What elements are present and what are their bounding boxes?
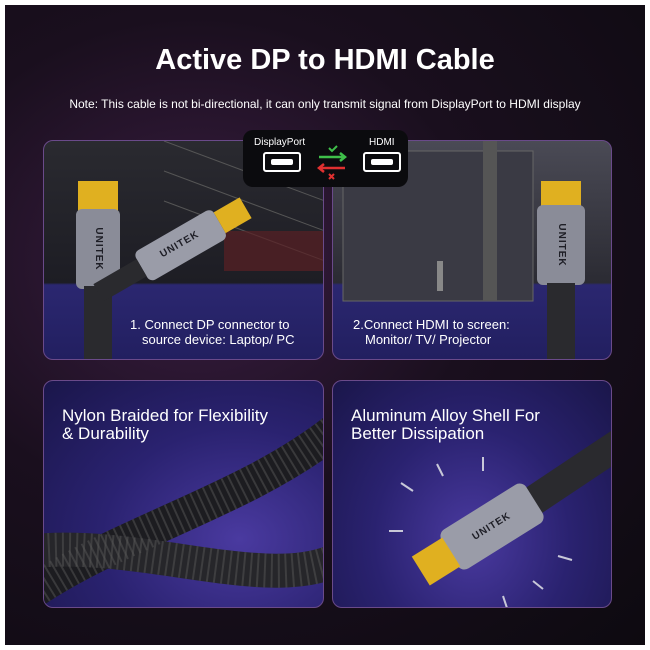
step-1-caption: 1. Connect DP connector to source device…	[130, 317, 295, 347]
direction-badge: DisplayPort HDMI	[243, 130, 408, 187]
displayport-icon	[263, 152, 301, 172]
braided-cable-image	[44, 418, 323, 605]
brand-logo-hdmi-connector: UNITEK	[556, 223, 567, 267]
aluminum-connector-image	[389, 430, 611, 607]
step-2-caption: 2.Connect HDMI to screen: Monitor/ TV/ P…	[353, 317, 510, 347]
reverse-arrow-icon	[316, 163, 345, 173]
dp-connector-image	[76, 141, 323, 359]
note-text: Note: This cable is not bi-directional, …	[69, 97, 581, 111]
brand-logo-hdmi-connector: UNITEK	[93, 227, 104, 271]
forward-arrow-icon	[319, 152, 348, 162]
hdmi-port-icon	[363, 152, 401, 172]
feature-card-nylon: Nylon Braided for Flexibility & Durabili…	[43, 380, 324, 608]
feature-card-aluminum: Aluminum Alloy Shell For Better Dissipat…	[332, 380, 612, 608]
page-title: Active DP to HDMI Cable	[155, 44, 495, 76]
x-icon	[328, 173, 335, 180]
feature-1-text: Nylon Braided for Flexibility & Durabili…	[62, 406, 268, 443]
check-icon	[328, 145, 338, 153]
feature-2-text: Aluminum Alloy Shell For Better Dissipat…	[351, 406, 540, 443]
hdmi-connector-image	[342, 141, 585, 359]
direction-arrows	[316, 145, 348, 180]
